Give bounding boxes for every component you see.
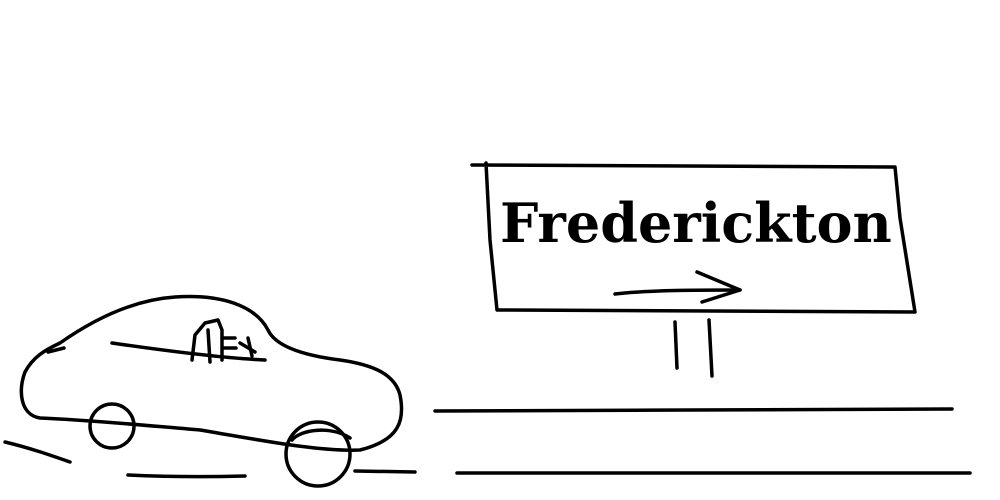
road-line-bottom-mid [353,469,417,474]
sign-board [470,161,917,314]
sign-label: Frederickton [500,191,892,255]
road-sign [470,161,917,378]
car-body [19,294,404,452]
road-line-bottom-left [126,473,247,479]
sign-arrow-shaft [613,288,742,296]
road-line-left-edge [3,440,72,464]
car-window-line [110,341,267,362]
sign-arrow-head [695,270,742,304]
car-wheel-rear-arch [290,428,352,442]
car-wheel-rear [284,420,352,488]
sign-post-left [673,320,679,370]
car-driver-arm [206,328,257,364]
road-line-top [433,407,954,413]
car [19,294,404,488]
car-hood-mark [46,346,66,354]
road [3,407,972,479]
car-wheel-front [88,402,136,450]
sign-post-right [707,318,714,378]
car-driver [190,318,224,362]
